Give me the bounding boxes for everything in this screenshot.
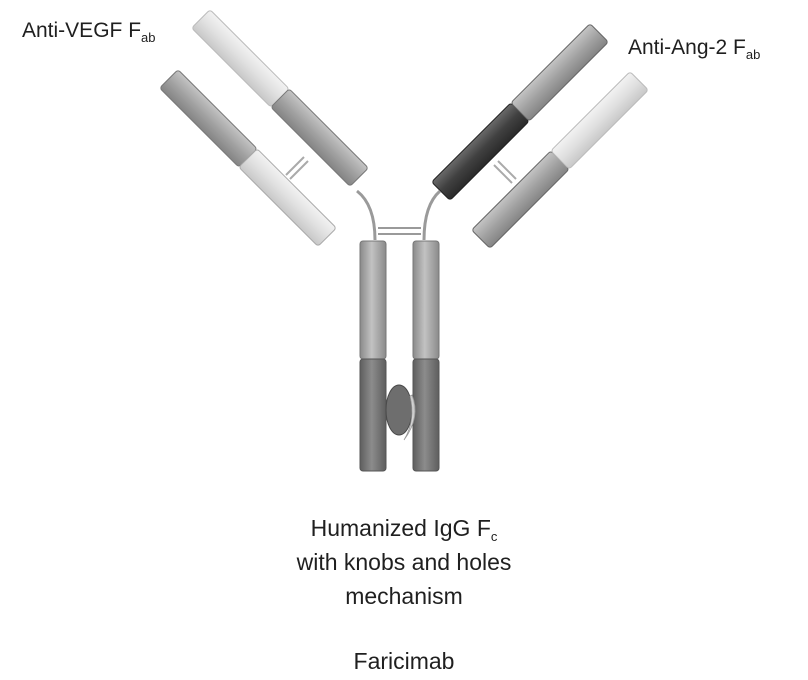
anti-ang2-label-text: Anti-Ang-2 F (628, 36, 746, 59)
anti-vegf-heavy-chain (192, 10, 368, 186)
fc-left-ch3-domain (359, 358, 387, 472)
anti-ang2-fab-label: Anti-Ang-2 Fab (628, 36, 760, 61)
drug-name: Faricimab (353, 648, 455, 674)
knob-shape (385, 384, 413, 436)
anti-vegf-interchain-link (285, 156, 309, 180)
fc-caption-line1: Humanized IgG Fc (0, 511, 808, 545)
anti-vegf-label-text: Anti-VEGF F (22, 19, 142, 42)
anti-ang2-interchain-link (493, 160, 517, 184)
fc-right-ch3-domain (412, 358, 440, 472)
anti-vegf-light-chain (160, 70, 336, 246)
fc-caption-line2: with knobs and holes (296, 549, 512, 575)
hole-shape (403, 394, 416, 441)
fc-caption-line1-subscript: c (490, 529, 498, 544)
fc-region (359, 240, 440, 472)
fc-left-ch2-domain (359, 240, 387, 360)
fc-caption-line1-text: Humanized IgG F (310, 515, 491, 541)
anti-ang2-heavy-chain (432, 24, 608, 200)
anti-vegf-fab-label: Anti-VEGF Fab (22, 19, 156, 44)
anti-ang2-light-chain (472, 72, 648, 248)
anti-ang2-label-subscript: ab (745, 47, 761, 62)
anti-vegf-label-subscript: ab (141, 30, 156, 45)
hinge-region (356, 189, 442, 241)
fc-right-ch2-domain (412, 240, 440, 360)
fc-caption: Humanized IgG Fc with knobs and holes me… (0, 511, 808, 613)
fc-caption-line3: mechanism (345, 583, 463, 609)
